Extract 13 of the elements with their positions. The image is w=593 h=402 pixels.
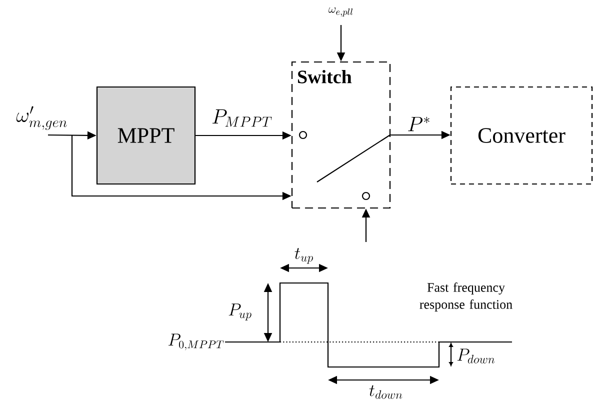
- mppt-block: MPPT: [96, 86, 196, 185]
- dimension-label: $P_{down}$: [457, 348, 495, 364]
- dimension-label: $P_{up}$: [228, 304, 252, 320]
- edge-label: $\omega_{e,pll}$: [328, 7, 352, 16]
- dimension-label: $t_{down}$: [369, 385, 402, 399]
- converter-box: Converter: [450, 86, 593, 185]
- edge-label: $\omega'_{m,gen}$: [16, 106, 67, 130]
- dimension-label: $t_{up}$: [294, 248, 313, 264]
- switch-box: Switch: [291, 61, 391, 209]
- edge-label: $P_{MPPT}$: [212, 109, 272, 127]
- edge-label: $P^*$: [408, 116, 430, 132]
- dimension-label: $P_{0,MPPT}$: [168, 334, 224, 350]
- note-text: Fast frequency response function: [420, 282, 512, 312]
